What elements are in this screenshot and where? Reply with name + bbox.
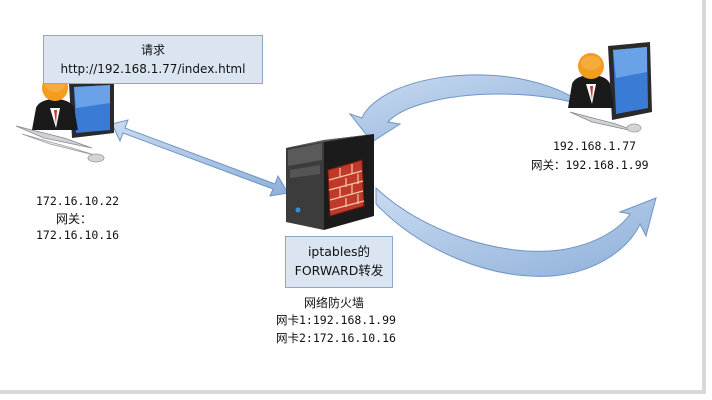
curved-arrow-server-to-firewall — [348, 74, 587, 143]
firewall-box-line2: FORWARD转发 — [294, 263, 384, 278]
firewall-label-box: iptables的 FORWARD转发 — [285, 236, 393, 288]
client-gateway-label: 网关： — [56, 212, 93, 226]
image-frame — [0, 0, 706, 394]
firewall-name: 网络防火墙 — [304, 296, 365, 310]
server-gateway: 网关：192.168.1.99 — [531, 158, 649, 172]
request-url: http://192.168.1.77/index.html — [60, 62, 246, 76]
curved-arrow-firewall-to-server — [375, 186, 657, 277]
request-label-box: 请求 http://192.168.1.77/index.html — [43, 35, 263, 84]
request-title: 请求 — [140, 43, 165, 57]
client-ip: 172.16.10.22 — [36, 194, 120, 208]
firewall-nic2: 网卡2:172.16.10.16 — [276, 331, 396, 345]
client-gateway: 172.16.10.16 — [36, 228, 120, 242]
server-ip: 192.168.1.77 — [553, 139, 637, 153]
firewall-box-line1: iptables的 — [307, 244, 371, 259]
firewall-nic1: 网卡1:192.168.1.99 — [276, 313, 396, 327]
